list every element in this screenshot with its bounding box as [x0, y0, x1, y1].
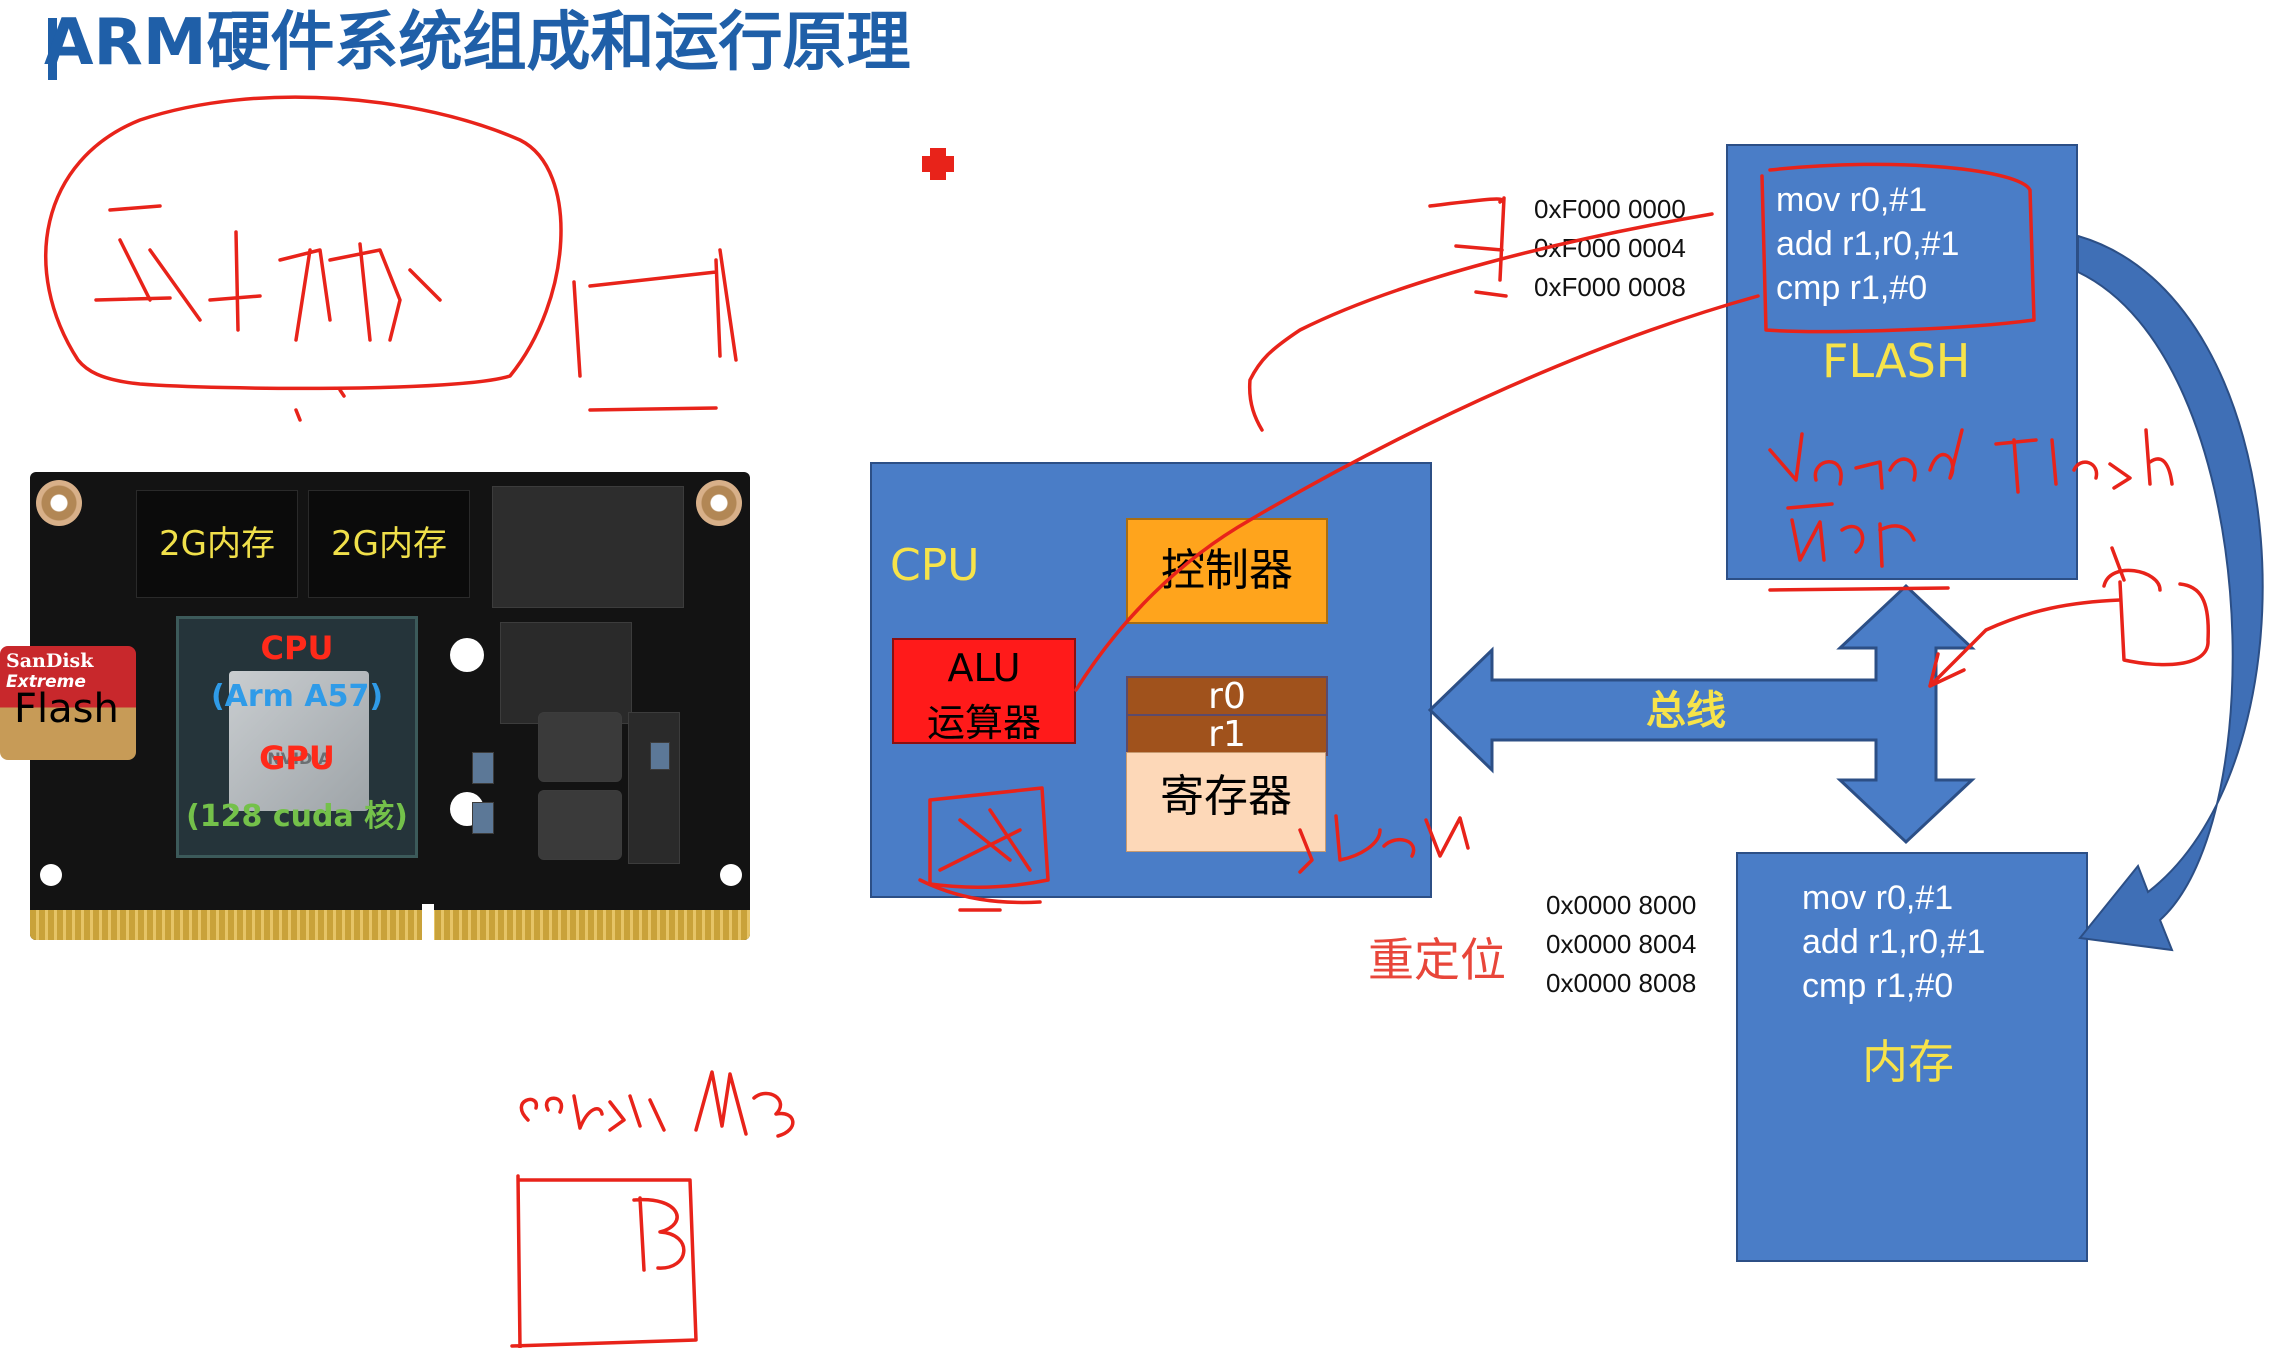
component-cluster — [492, 486, 684, 608]
plus-icon — [922, 148, 954, 180]
soc-chip: NVIDIA CPU (Arm A57) GPU (128 cuda 核) — [176, 616, 418, 858]
flash-address: 0xF000 0004 — [1534, 233, 1686, 263]
controller-label: 控制器 — [1161, 545, 1293, 596]
memory-block — [1736, 852, 2088, 1262]
register-r0: r0 — [1126, 676, 1328, 718]
page-title: ARM硬件系统组成和运行原理 — [44, 0, 911, 86]
sd-flash-label: Flash — [14, 686, 119, 732]
controller-block: 控制器 — [1126, 518, 1328, 624]
capacitor — [472, 752, 494, 784]
mount-hole — [36, 480, 82, 526]
copy-arrow — [2077, 234, 2264, 952]
bus-label: 总线 — [1646, 688, 1726, 734]
capacitor — [472, 802, 494, 834]
flash-code-line: add r1,r0,#1 — [1776, 225, 1960, 263]
flash-label: FLASH — [1822, 334, 1971, 388]
jetson-board-image: 2G内存 2G内存 NVIDIA CPU (Arm A57) GPU (128 … — [30, 472, 750, 940]
flash-block — [1726, 144, 2078, 580]
memory-address: 0x0000 8008 — [1546, 968, 1697, 998]
inductor — [538, 790, 622, 860]
capacitor — [650, 742, 670, 770]
soc-cpu-sub-label: (Arm A57) — [210, 679, 384, 714]
flash-code-line: mov r0,#1 — [1776, 181, 1928, 219]
soc-cpu-label: CPU — [260, 629, 334, 667]
board-hole — [720, 864, 742, 886]
soc-die: NVIDIA — [229, 671, 369, 811]
page-title-text: ARM硬件系统组成和运行原理 — [44, 6, 911, 80]
register-r1: r1 — [1126, 714, 1328, 756]
flash-address: 0xF000 0008 — [1534, 272, 1686, 302]
mount-hole — [696, 480, 742, 526]
component-cluster — [500, 622, 632, 724]
memory-chip-1: 2G内存 — [136, 490, 298, 598]
flash-code-line: cmp r1,#0 — [1776, 269, 1928, 307]
connector-notch — [422, 904, 434, 940]
soc-gpu-label: GPU — [259, 739, 335, 777]
soc-gpu-sub-label: (128 cuda 核) — [186, 799, 408, 834]
title-accent-bar — [48, 18, 57, 80]
sd-brand-text: SanDisk — [6, 650, 94, 672]
handwriting-annotations — [44, 95, 2210, 1348]
relocation-label: 重定位 — [1368, 933, 1506, 987]
board-hole — [450, 638, 484, 672]
memory-chip-2: 2G内存 — [308, 490, 470, 598]
alu-block: ALU 运算器 — [892, 638, 1076, 745]
flash-address: 0xF000 0000 — [1534, 194, 1686, 224]
memory-code-line: cmp r1,#0 — [1802, 967, 1954, 1005]
edge-connector — [30, 910, 750, 940]
component-cluster — [628, 712, 680, 864]
memory-code-line: mov r0,#1 — [1802, 879, 1954, 917]
soc-die-mark: NVIDIA — [267, 749, 331, 768]
inductor — [538, 712, 622, 782]
memory-address: 0x0000 8000 — [1546, 890, 1697, 920]
memory-label: 内存 — [1862, 1035, 1954, 1089]
register-file-block: 寄存器 — [1126, 752, 1326, 852]
alu-label: ALU — [947, 646, 1021, 690]
memory-code-line: add r1,r0,#1 — [1802, 923, 1986, 961]
alu-sub-label: 运算器 — [926, 701, 1041, 745]
board-hole — [40, 864, 62, 886]
cpu-label: CPU — [890, 540, 980, 591]
sd-card-image: SanDisk Extreme — [0, 646, 136, 760]
memory-address: 0x0000 8004 — [1546, 929, 1697, 959]
sd-line-text: Extreme — [6, 672, 86, 692]
